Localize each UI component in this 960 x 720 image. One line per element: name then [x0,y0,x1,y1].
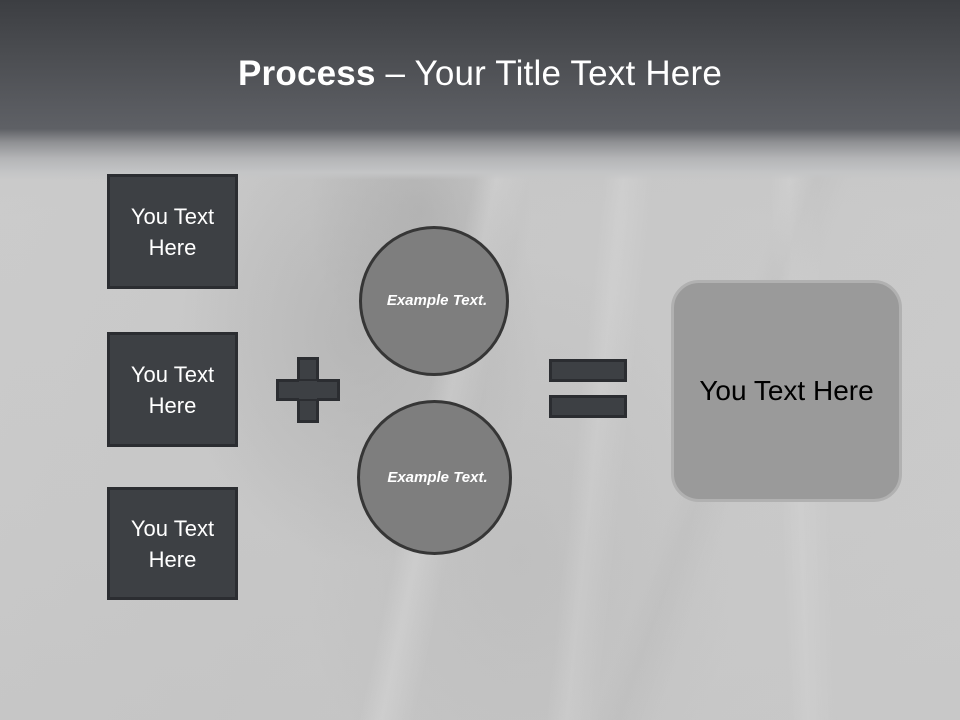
equals-bottom-bar [549,395,627,418]
process-circle-1-label: Example Text. [386,292,488,309]
equals-icon [549,359,627,418]
result-box-label: You Text Here [699,375,874,406]
equals-top-bar [549,359,627,382]
input-box-3[interactable]: You Text Here [107,487,238,600]
input-box-2-label: You Text Here [130,361,215,418]
plus-icon [276,357,340,423]
slide-title-regular: – Your Title Text Here [375,54,722,93]
input-box-2[interactable]: You Text Here [107,332,238,447]
slide-title-bold: Process [238,54,376,93]
result-box[interactable]: You Text Here [671,280,902,502]
slide-header-band [0,0,960,180]
process-circle-2-label: Example Text. [387,468,488,486]
input-box-1-label: You Text Here [130,203,215,260]
input-box-3-label: You Text Here [130,515,215,572]
plus-center-fill [299,381,317,399]
input-box-1[interactable]: You Text Here [107,174,238,289]
slide-title: Process – Your Title Text Here [0,52,960,96]
process-circle-2[interactable]: Example Text. [357,400,512,555]
process-circle-1[interactable]: Example Text. [359,226,509,376]
